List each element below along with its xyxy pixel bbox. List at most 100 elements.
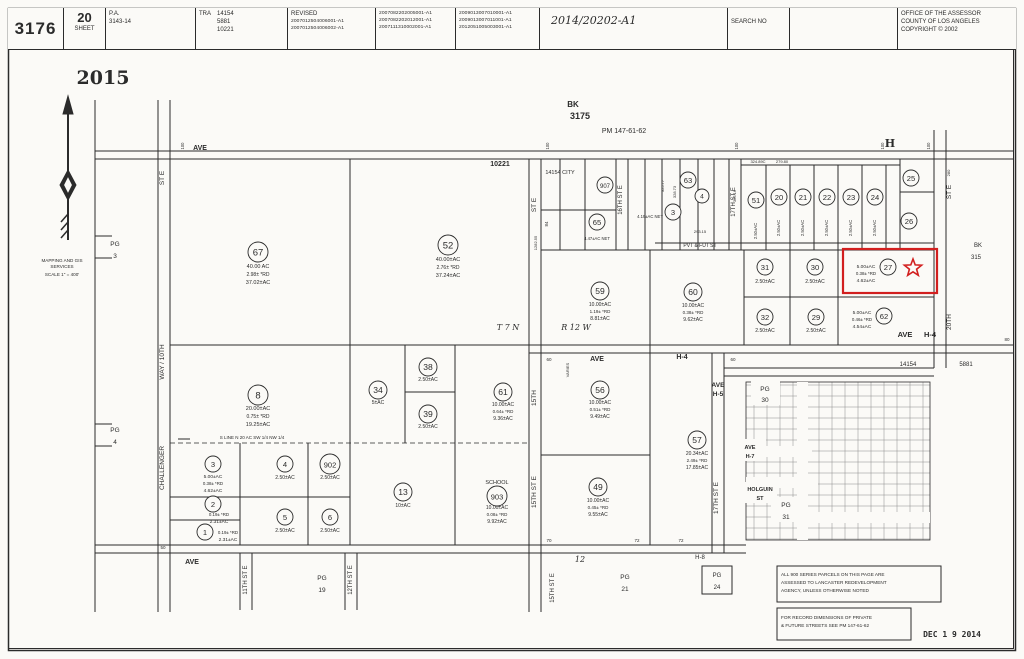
map-label: 16TH ST E	[618, 185, 624, 215]
map-label: 2.31±AC	[219, 537, 238, 543]
map-label: 2.98± *RD	[246, 272, 269, 278]
tra-value: 10221	[217, 27, 234, 33]
map-label: PG	[760, 386, 769, 393]
svg-text:65: 65	[593, 218, 601, 227]
office-line: COPYRIGHT © 2002	[901, 27, 958, 33]
map-label: 100	[926, 142, 931, 150]
map-label: PG	[110, 427, 119, 434]
book-number-text: 3176	[14, 18, 57, 38]
map-label: WAY / 10TH	[159, 344, 166, 380]
parcel-number: 907	[596, 176, 614, 194]
revision-number: 2009013007011001-A1	[459, 18, 512, 23]
svg-text:3: 3	[671, 208, 675, 217]
map-label: 2.50±AC	[418, 377, 438, 383]
map-label: BK	[974, 243, 982, 249]
map-label: PVT & FUT ST	[683, 243, 716, 249]
svg-text:2: 2	[211, 500, 215, 509]
map-label: AVE	[898, 330, 913, 339]
map-label: MAPPING AND GIS	[41, 258, 82, 263]
svg-text:34: 34	[373, 385, 383, 395]
parcel-number: 67	[247, 241, 269, 263]
parcel-number: 903	[486, 485, 508, 507]
map-label: 10.00±AC	[589, 400, 612, 406]
note-900-series: AGENCY, UNLESS OTHERWISE NOTED	[781, 588, 869, 593]
map-label: 19.25±AC	[246, 422, 270, 428]
svg-text:903: 903	[491, 493, 504, 502]
map-label: 5±AC	[372, 400, 385, 406]
parcel-number: 3	[664, 203, 682, 221]
map-label: 2.50±AC	[320, 528, 340, 534]
revised-label: REVISED	[291, 11, 318, 17]
map-label: 50	[160, 545, 166, 550]
map-label: 315	[971, 255, 982, 261]
map-label: 9.49±AC	[590, 414, 610, 420]
svg-text:27: 27	[884, 263, 892, 272]
map-label: VARIES	[565, 362, 570, 377]
map-label: 328.73	[672, 185, 677, 198]
map-label: 0.19± *RD	[209, 512, 229, 517]
map-label: 325.16	[732, 189, 737, 202]
blank-cell	[790, 8, 898, 49]
map-label: PG	[110, 241, 119, 248]
map-label: 31	[782, 514, 790, 521]
map-label: 325.77	[660, 179, 665, 192]
map-label: 4.62±AC	[204, 488, 223, 494]
svg-text:30: 30	[811, 263, 819, 272]
map-label: 2.50±AC	[872, 220, 877, 236]
sheet-label: SHEET	[74, 26, 95, 32]
map-label: AVE	[185, 559, 199, 566]
search-no-label: SEARCH NO	[731, 19, 767, 25]
map-label: 11TH ST E	[243, 565, 249, 594]
parcel-number: 21	[794, 188, 812, 206]
map-label: 10.00±AC	[486, 505, 509, 511]
parcel-number: 25	[902, 169, 920, 187]
parcel-number: 6	[321, 508, 339, 526]
svg-text:63: 63	[684, 176, 692, 185]
parcel-number: 56	[590, 380, 610, 400]
parcel-number: 2	[204, 495, 222, 513]
parcel-number: 1	[196, 523, 214, 541]
map-label: 21	[621, 586, 629, 593]
svg-text:38: 38	[423, 362, 433, 372]
map-label: 12	[575, 555, 585, 564]
svg-text:6: 6	[328, 513, 332, 522]
svg-text:13: 13	[398, 487, 408, 497]
map-label: 19	[318, 587, 326, 594]
revision-number: 2007012504006001-A1	[291, 19, 345, 24]
map-label: AVE	[712, 382, 726, 389]
map-label: 0.45± *RD	[588, 505, 609, 510]
map-label: S LINE N 20 AC SW 1/4 NW 1/4	[220, 435, 285, 440]
svg-text:20: 20	[775, 193, 783, 202]
map-label: 100	[734, 142, 739, 150]
map-label: 100	[545, 142, 550, 150]
tra-value: 5881	[217, 19, 231, 25]
svg-text:23: 23	[847, 193, 855, 202]
map-label: ST	[756, 496, 764, 502]
map-label: SERVICES	[50, 264, 73, 269]
map-label: HOLGUIN	[747, 487, 772, 493]
map-label: 9.36±AC	[493, 416, 513, 422]
sheet-number: 20	[77, 10, 92, 25]
map-label: 100	[880, 142, 885, 150]
parcel-number: 4	[694, 188, 710, 204]
svg-text:21: 21	[799, 193, 807, 202]
map-label: 15TH ST E	[550, 573, 556, 603]
svg-text:3: 3	[211, 460, 215, 469]
tract-blocks	[735, 380, 931, 541]
parcel-number: 59	[590, 281, 610, 301]
map-label: ST E	[946, 184, 953, 199]
handwritten-revision: 2014/20202-A1	[551, 14, 637, 27]
map-label: 3175	[570, 111, 590, 121]
map-label: SCHOOL	[485, 480, 508, 486]
map-label: 20.34±AC	[686, 451, 709, 457]
svg-text:39: 39	[423, 409, 433, 419]
revised-cell: REVISED 2007012504006001-A1 200701250400…	[288, 8, 376, 49]
parcel-number: 49	[588, 477, 608, 497]
parcel-number: 27	[879, 258, 897, 276]
revision-number: 2007012504006002-A1	[291, 26, 345, 31]
revisions-cell-3: 2009013007010001-A1 2009013007011001-A1 …	[456, 8, 540, 49]
map-label: 5.00±AC	[853, 310, 872, 316]
map-label: PG	[620, 574, 629, 581]
map-label: 5.00±AC	[204, 474, 223, 480]
